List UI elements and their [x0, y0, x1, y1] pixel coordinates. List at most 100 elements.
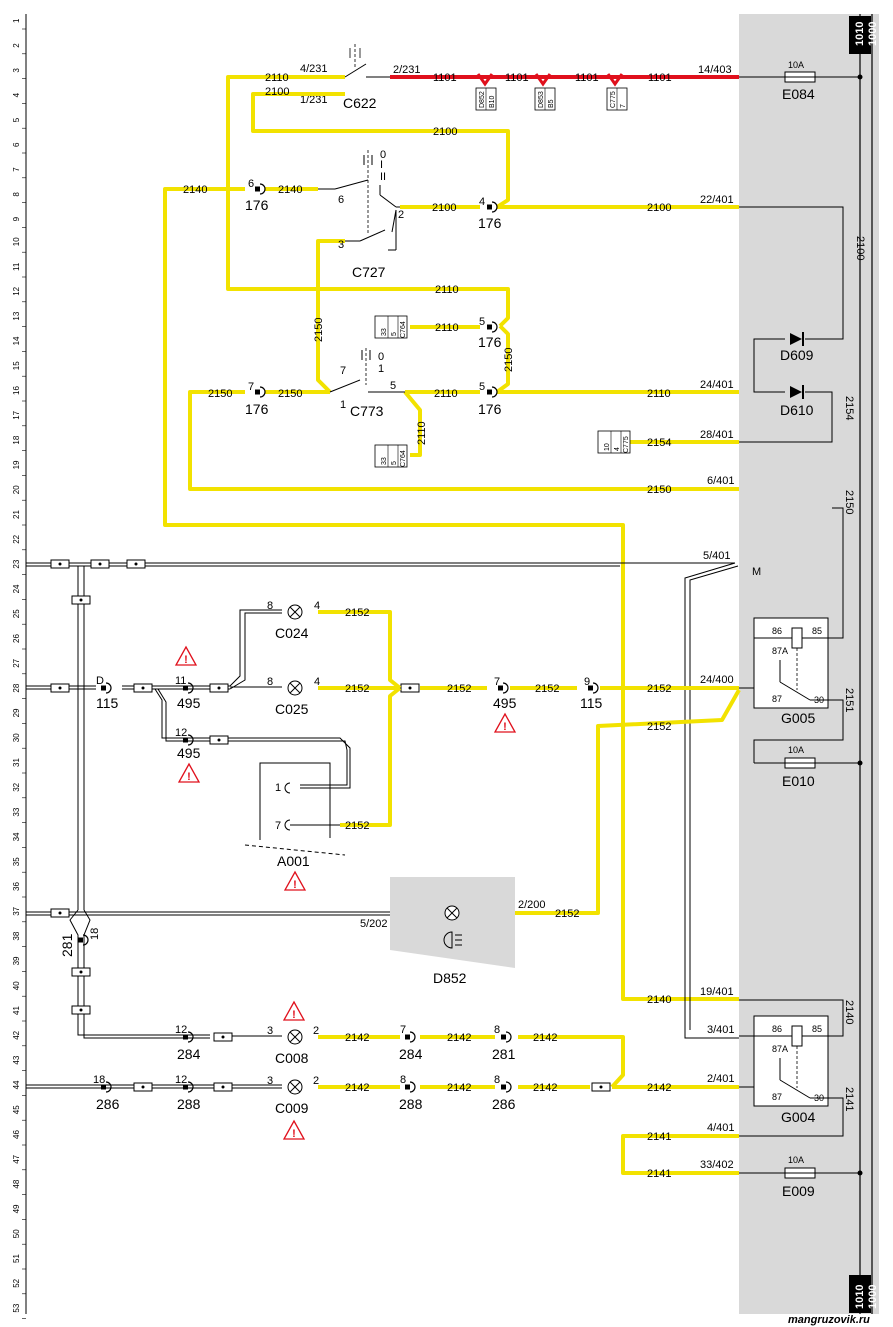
- row-number: 41: [12, 1006, 21, 1015]
- row-number: 23: [12, 559, 21, 568]
- wire-2150-vert-b: 2150: [503, 348, 515, 372]
- row-number: 12: [12, 286, 21, 295]
- pin-12-288: 12: [175, 1074, 187, 1086]
- wire-2140-c727: 2140: [278, 184, 302, 196]
- wire-2150-c773-b: 2150: [278, 388, 302, 400]
- wire-2150-rail: 2150: [843, 490, 855, 514]
- row-number: 17: [12, 410, 21, 419]
- label-c773: C773: [350, 403, 384, 419]
- headlamp-icon: [443, 931, 462, 949]
- g005-pin-85: 85: [812, 626, 822, 636]
- svg-text:10: 10: [604, 443, 611, 451]
- relay-g004: [739, 999, 844, 1137]
- label-d610: D610: [780, 402, 814, 418]
- warning-icon: [178, 763, 200, 784]
- svg-text:5: 5: [391, 332, 398, 336]
- row-number: 2: [12, 43, 21, 48]
- row-number: 26: [12, 634, 21, 643]
- pin-18-286: 18: [93, 1074, 105, 1086]
- ref-3-401: 3/401: [707, 1024, 735, 1036]
- pin-5-176-a: 5: [479, 316, 485, 328]
- label-c727: C727: [352, 264, 386, 280]
- svg-text:D853: D853: [538, 91, 545, 108]
- warning-icon: [283, 1001, 305, 1022]
- row-number: 11: [12, 262, 21, 271]
- row-number: 1: [12, 18, 21, 23]
- row-number: 5: [12, 117, 21, 122]
- row-number: 50: [12, 1229, 21, 1238]
- row-number: 7: [12, 167, 21, 172]
- label-c024: C024: [275, 625, 309, 641]
- wire-2150-c773: 2150: [208, 388, 232, 400]
- label-c009: C009: [275, 1100, 309, 1116]
- c025-pin-8: 8: [267, 676, 273, 688]
- row-number: 20: [12, 485, 21, 494]
- row-number: 21: [12, 510, 21, 519]
- svg-text:B10: B10: [489, 95, 496, 108]
- conn-286-b: 286: [492, 1096, 516, 1112]
- wire-2152-d852: 2152: [555, 908, 579, 920]
- row-number: 37: [12, 906, 21, 915]
- wire-2150-vert: 2150: [313, 318, 325, 342]
- wire-2100-c727: 2100: [432, 202, 456, 214]
- row-number: 6: [12, 142, 21, 147]
- ref-24-401: 24/401: [700, 379, 734, 391]
- g004-pin-87a: 87A: [772, 1044, 788, 1054]
- rail-label-top-left: 1000: [867, 22, 879, 46]
- warning-icon: [494, 713, 516, 734]
- svg-text:7: 7: [620, 104, 627, 108]
- wire-2142-c: 2142: [533, 1032, 557, 1044]
- row-number: 18: [12, 435, 21, 444]
- svg-text:4: 4: [614, 447, 621, 451]
- wire-2100-top: 2100: [265, 86, 289, 98]
- conn-176-a: 176: [245, 197, 269, 213]
- warning-icon: [283, 1120, 305, 1141]
- wire-2152-d: 2152: [647, 683, 671, 695]
- svg-text:C764: C764: [400, 321, 407, 338]
- row-number: 15: [12, 361, 21, 370]
- c025-pin-4: 4: [314, 676, 320, 688]
- ref-4-401: 4/401: [707, 1122, 735, 1134]
- row-number: 10: [12, 237, 21, 246]
- conn-495-c: 495: [493, 695, 517, 711]
- row-number: 39: [12, 956, 21, 965]
- row-number: 27: [12, 658, 21, 667]
- pin-8-288: 8: [400, 1074, 406, 1086]
- wire-2142-c008: 2142: [345, 1032, 369, 1044]
- g004-pin-87: 87: [772, 1092, 782, 1102]
- wire-2142-d: 2142: [447, 1082, 471, 1094]
- svg-text:5: 5: [391, 461, 398, 465]
- conn-495-b: 495: [177, 745, 201, 761]
- row-number: 52: [12, 1278, 21, 1287]
- row-number: 22: [12, 534, 21, 543]
- row-number: 25: [12, 609, 21, 618]
- label-g005: G005: [781, 710, 815, 726]
- watermark: mangruzovik.ru: [788, 1314, 870, 1326]
- label-c622: C622: [343, 95, 377, 111]
- wire-2140-left: 2140: [183, 184, 207, 196]
- wire-2141-a: 2141: [647, 1131, 671, 1143]
- row-number: 49: [12, 1204, 21, 1213]
- diode-d609: [790, 332, 804, 346]
- wire-1101-b: 1101: [505, 72, 529, 84]
- conn-281-a: 281: [59, 933, 75, 957]
- wire-2142-b: 2142: [447, 1032, 471, 1044]
- row-number: 29: [12, 708, 21, 717]
- c773-pos-0: 0: [378, 351, 384, 363]
- c009-pin-3: 3: [267, 1075, 273, 1087]
- conn-176-d: 176: [245, 401, 269, 417]
- label-g004: G004: [781, 1109, 815, 1125]
- c727-pos-0: 0: [380, 149, 386, 161]
- conn-176-b: 176: [478, 215, 502, 231]
- label-d852: D852: [433, 970, 467, 986]
- conn-281-b: 281: [492, 1046, 516, 1062]
- c008-pin-2: 2: [313, 1025, 319, 1037]
- ref-5-401: 5/401: [703, 550, 731, 562]
- wire-2100-right: 2100: [647, 202, 671, 214]
- fuse-e009-rating: 10A: [788, 1155, 804, 1165]
- splice-box-c764-b: 33 5 C764: [374, 444, 408, 468]
- label-d609: D609: [780, 347, 814, 363]
- wire-2110-mid: 2110: [435, 284, 459, 296]
- conn-284-b: 284: [399, 1046, 423, 1062]
- row-number: 35: [12, 857, 21, 866]
